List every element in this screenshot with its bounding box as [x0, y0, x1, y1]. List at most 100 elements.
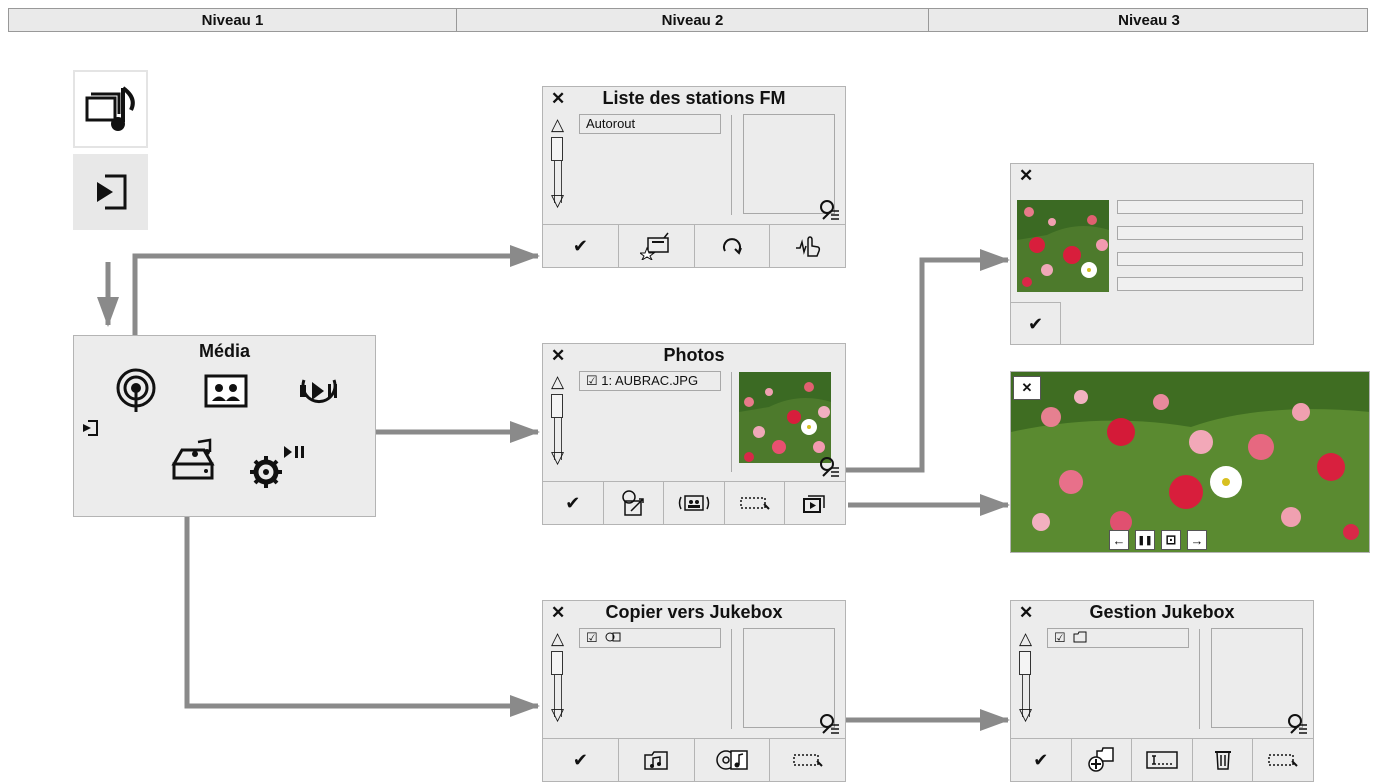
photos-panel: ✕ Photos △ ▽ ☑ 1: AUBRAC.JPG ✔: [542, 343, 846, 525]
photo-album-button[interactable]: ⊡: [1161, 530, 1181, 550]
rename-button[interactable]: [1132, 739, 1193, 781]
scrollbar-thumb[interactable]: [551, 137, 563, 161]
zoom-list-icon[interactable]: [819, 456, 841, 478]
preview-area: [1211, 628, 1303, 728]
confirm-button[interactable]: ✔: [543, 739, 619, 781]
select-all-button[interactable]: [770, 739, 845, 781]
header-level-1: Niveau 1: [9, 9, 457, 31]
touch-tune-button[interactable]: [770, 225, 845, 267]
header-level-3: Niveau 3: [1118, 11, 1180, 29]
folder-music-icon: [644, 751, 668, 770]
radio-antenna-icon[interactable]: [112, 366, 160, 414]
confirm-icon: ✔: [572, 749, 588, 770]
info-field: [1117, 252, 1303, 266]
slideshow-button[interactable]: [785, 482, 845, 524]
photo-album-icon: [678, 495, 710, 511]
previous-button[interactable]: ←: [1109, 530, 1129, 550]
scrollbar-track[interactable]: [554, 394, 562, 460]
disc-music-button[interactable]: [695, 739, 771, 781]
scrollbar-thumb[interactable]: [551, 394, 563, 418]
scrollbar-track[interactable]: [554, 137, 562, 203]
media-play-icon[interactable]: [296, 372, 342, 410]
list-item[interactable]: Autorout: [579, 114, 721, 134]
refresh-icon: [722, 238, 742, 255]
photo-album-button[interactable]: [664, 482, 725, 524]
copy-to-jukebox-panel: ✕ Copier vers Jukebox △ ▽ ☑ ✔: [542, 600, 846, 782]
scrollbar-track[interactable]: [554, 651, 562, 717]
checkbox-label: ☑: [1054, 630, 1066, 645]
trash-icon: [1214, 751, 1231, 770]
select-all-icon: [792, 754, 823, 767]
close-button[interactable]: ✕: [551, 603, 566, 622]
scroll-down-button[interactable]: ▽: [551, 191, 565, 210]
toolbar: ✔: [543, 224, 845, 267]
panel-title: Copier vers Jukebox: [605, 602, 783, 622]
close-button[interactable]: ✕: [1013, 376, 1041, 400]
scrollbar-thumb[interactable]: [1019, 651, 1031, 675]
scrollbar-track[interactable]: [1022, 651, 1030, 717]
panel-title: Liste des stations FM: [602, 88, 786, 108]
close-button[interactable]: ✕: [551, 346, 566, 365]
media-music-icon: [85, 86, 135, 131]
photo-info-panel: ✕ ✔: [1010, 163, 1314, 345]
divider: [731, 629, 732, 729]
rename-icon: [1146, 751, 1178, 769]
source-input-icon: [96, 174, 126, 210]
zoom-list-icon[interactable]: [819, 199, 841, 221]
zoom-list-icon[interactable]: [819, 713, 841, 735]
radio-favorite-button[interactable]: [619, 225, 695, 267]
list-item[interactable]: ☑ 1: AUBRAC.JPG: [579, 371, 721, 391]
fm-stations-panel: ✕ Liste des stations FM △ ▽ Autorout ✔: [542, 86, 846, 268]
scroll-up-button[interactable]: △: [1019, 629, 1033, 648]
checkbox-label: ☑: [586, 630, 598, 645]
list-item[interactable]: ☑: [1047, 628, 1189, 648]
divider: [731, 372, 732, 472]
confirm-button[interactable]: ✔: [543, 482, 604, 524]
scrollbar-thumb[interactable]: [551, 651, 563, 675]
next-button[interactable]: →: [1187, 530, 1207, 550]
confirm-button[interactable]: ✔: [1011, 739, 1072, 781]
media-title: Média: [198, 341, 250, 361]
info-field: [1117, 226, 1303, 240]
folder-music-button[interactable]: [619, 739, 695, 781]
select-all-button[interactable]: [725, 482, 786, 524]
zoom-list-icon[interactable]: [1287, 713, 1309, 735]
close-button[interactable]: ✕: [1019, 166, 1034, 185]
add-folder-button[interactable]: [1072, 739, 1133, 781]
media-music-tile[interactable]: [73, 70, 148, 148]
close-button[interactable]: ✕: [1019, 603, 1034, 622]
confirm-button[interactable]: ✔: [543, 225, 619, 267]
media-menu: Média: [73, 335, 376, 517]
select-all-button[interactable]: [1253, 739, 1313, 781]
scroll-up-button[interactable]: △: [551, 115, 565, 134]
source-input-tile[interactable]: [73, 154, 148, 230]
scroll-down-button[interactable]: ▽: [1019, 705, 1033, 724]
panel-title: Gestion Jukebox: [1089, 602, 1235, 622]
settings-play-icon[interactable]: [248, 444, 306, 488]
delete-button[interactable]: [1193, 739, 1254, 781]
jukebox-drive-icon[interactable]: [170, 438, 216, 484]
toolbar: ✔: [543, 481, 845, 524]
photo-settings-button[interactable]: [604, 482, 665, 524]
pause-button[interactable]: ❚❚: [1135, 530, 1155, 550]
info-field: [1117, 200, 1303, 214]
select-all-icon: [1268, 754, 1298, 767]
slideshow-view: ✕ ← ❚❚ ⊡ →: [1010, 371, 1370, 553]
photo-album-icon[interactable]: [204, 374, 248, 408]
info-field: [1117, 277, 1303, 291]
toolbar: ✔: [543, 738, 845, 781]
scroll-up-button[interactable]: △: [551, 629, 565, 648]
add-folder-icon: [1088, 747, 1115, 772]
scroll-up-button[interactable]: △: [551, 372, 565, 391]
close-button[interactable]: ✕: [551, 89, 566, 108]
touch-tune-icon: [795, 236, 820, 257]
confirm-button[interactable]: ✔: [1011, 302, 1061, 345]
slideshow-icon: [803, 495, 825, 513]
refresh-button[interactable]: [695, 225, 771, 267]
scroll-down-button[interactable]: ▽: [551, 448, 565, 467]
source-input-icon[interactable]: [80, 418, 100, 438]
disc-music-icon: [605, 632, 621, 642]
list-item[interactable]: ☑: [579, 628, 721, 648]
toolbar: ✔: [1011, 738, 1313, 781]
scroll-down-button[interactable]: ▽: [551, 705, 565, 724]
